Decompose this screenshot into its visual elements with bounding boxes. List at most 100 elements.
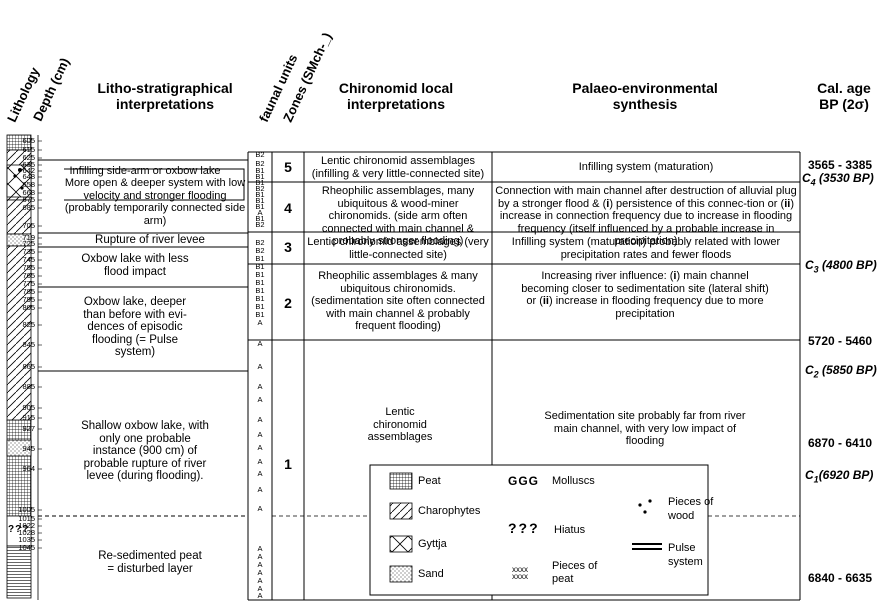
chiro-5: Lentic chironomid assemblages <box>367 406 433 443</box>
c14-date-c2: C2 (5850 BP) <box>805 363 877 380</box>
faunal-unit-label: A <box>257 544 263 553</box>
zone-4: 4 <box>284 200 292 216</box>
depth-label: 675 <box>22 195 35 204</box>
faunal-unit-label: B1 <box>255 202 265 211</box>
depth-label: 685 <box>22 203 35 212</box>
depth-label: 648 <box>22 172 35 181</box>
faunal-unit-label: A <box>257 430 263 439</box>
faunal-unit-label: B1 <box>255 286 265 295</box>
depth-label: 615 <box>22 145 35 154</box>
depth-label: 945 <box>22 444 35 453</box>
header-palaeo: Palaeo-environmental synthesis <box>572 80 718 112</box>
legend-molluscs: Molluscs <box>552 475 595 487</box>
faunal-unit-label: A <box>257 443 263 452</box>
zone-1: 1 <box>284 456 292 472</box>
legend-box <box>369 464 709 596</box>
chiro-3: Lentic chironomid assemblages (very litt… <box>307 236 489 261</box>
faunal-unit-label: A <box>257 415 263 424</box>
depth-label: 1035 <box>18 535 35 544</box>
faunal-unit-label: B1 <box>255 302 265 311</box>
legend-charophytes: Charophytes <box>418 505 481 517</box>
depth-label: 785 <box>22 287 35 296</box>
zone-2: 2 <box>284 295 292 311</box>
depth-label: 658 <box>22 180 35 189</box>
litho-4: Oxbow lake with less flood impact <box>81 253 189 278</box>
faunal-unit-label: B1 <box>255 294 265 303</box>
faunal-unit-label: A <box>257 584 263 593</box>
faunal-unit-label: B1 <box>255 190 265 199</box>
depth-label: 719 <box>22 233 35 242</box>
faunal-unit-label: B2 <box>255 184 265 193</box>
depth-label: 735 <box>22 247 35 256</box>
depth-label: 1028 <box>18 528 35 537</box>
age-range-4: 6840 - 6635 <box>808 571 873 585</box>
litho-7: Re-sedimented peat = disturbed layer <box>98 550 202 575</box>
faunal-unit-label: A <box>257 395 263 404</box>
legend-hiatus: Hiatus <box>554 524 586 536</box>
faunal-unit-label: A <box>257 591 263 600</box>
legend-peat: Peat <box>418 475 441 487</box>
age-range-2: 5720 - 5460 <box>808 334 873 348</box>
faunal-unit-label: A <box>257 560 263 569</box>
litho-3: Rupture of river levee <box>95 234 205 246</box>
faunal-unit-label: A <box>257 552 263 561</box>
litho-5: Oxbow lake, deeper than before with evi-… <box>83 296 187 358</box>
chiro-1: Lentic chironomid assemblages (infilling… <box>311 155 485 180</box>
faunal-unit-label: B2 <box>255 220 265 229</box>
legend-gyttja: Gyttja <box>418 538 447 550</box>
legend-molluscs-symbol: GGG <box>508 474 540 488</box>
depth-label: 1022 <box>18 521 35 530</box>
depth-label: 905 <box>22 403 35 412</box>
c14-date-c4: C4 (3530 BP) <box>802 171 874 188</box>
hiatus-marks: ??? <box>8 524 30 535</box>
faunal-unit-label: B1 <box>255 214 265 223</box>
faunal-unit-label: A <box>257 568 263 577</box>
depth-label: 635 <box>22 160 35 169</box>
faunal-unit-label: B2 <box>255 238 265 247</box>
faunal-unit-label: A <box>257 504 263 513</box>
faunal-unit-label: B2 <box>255 150 265 159</box>
depth-label: 795 <box>22 295 35 304</box>
depth-label: 705 <box>22 221 35 230</box>
litho-1: Infilling side-arm or oxbow lake <box>69 165 221 177</box>
zone-3: 3 <box>284 239 292 255</box>
depth-label: 745 <box>22 255 35 264</box>
header-cal-age: Cal. age BP (2σ) <box>817 80 871 112</box>
legend-sand: Sand <box>418 568 444 580</box>
age-range-3: 6870 - 6410 <box>808 436 873 450</box>
header-litho: Litho-stratigraphical interpretations <box>97 80 233 112</box>
faunal-unit-label: B2 <box>255 159 265 168</box>
depth-label: 805 <box>22 303 35 312</box>
faunal-unit-label: A <box>257 469 263 478</box>
chiro-4: Rheophilic assemblages & many ubiquitous… <box>311 270 485 332</box>
faunal-unit-label: B1 <box>255 262 265 271</box>
faunal-unit-label: B1 <box>255 172 265 181</box>
litho-6: Shallow oxbow lake, with only one probab… <box>81 420 209 482</box>
depth-label: 755 <box>22 263 35 272</box>
depth-label: 1045 <box>18 543 35 552</box>
faunal-unit-label: A <box>257 457 263 466</box>
c14-date-c1: C1(6920 BP) <box>805 468 874 485</box>
faunal-unit-label: B1 <box>255 166 265 175</box>
faunal-unit-label: A <box>257 318 263 327</box>
zone-5: 5 <box>284 159 292 175</box>
faunal-unit-label: A <box>257 485 263 494</box>
litho-2: More open & deeper system with low veloc… <box>64 177 246 227</box>
depth-label: 927 <box>22 424 35 433</box>
faunal-unit-label: A <box>257 362 263 371</box>
depth-label: 775 <box>22 279 35 288</box>
depth-label: 915 <box>22 413 35 422</box>
palaeo-4: Increasing river influence: (i) main cha… <box>521 270 769 320</box>
legend-pulse: Pulse system <box>668 542 703 568</box>
depth-label: 865 <box>22 362 35 371</box>
faunal-unit-label: A <box>257 382 263 391</box>
depth-label: 642 <box>22 166 35 175</box>
legend-pieces-peat-symbol: xxxx xxxx <box>512 565 528 581</box>
depth-label: 1015 <box>18 514 35 523</box>
legend-pieces-peat: Pieces of peat <box>552 560 598 585</box>
depth-label: 625 <box>22 153 35 162</box>
c14-date-c3: C3 (4800 BP) <box>805 258 877 275</box>
chiro-2: Rheophilic assemblages, many ubiquitous … <box>321 185 475 247</box>
lithology-column <box>6 134 32 599</box>
